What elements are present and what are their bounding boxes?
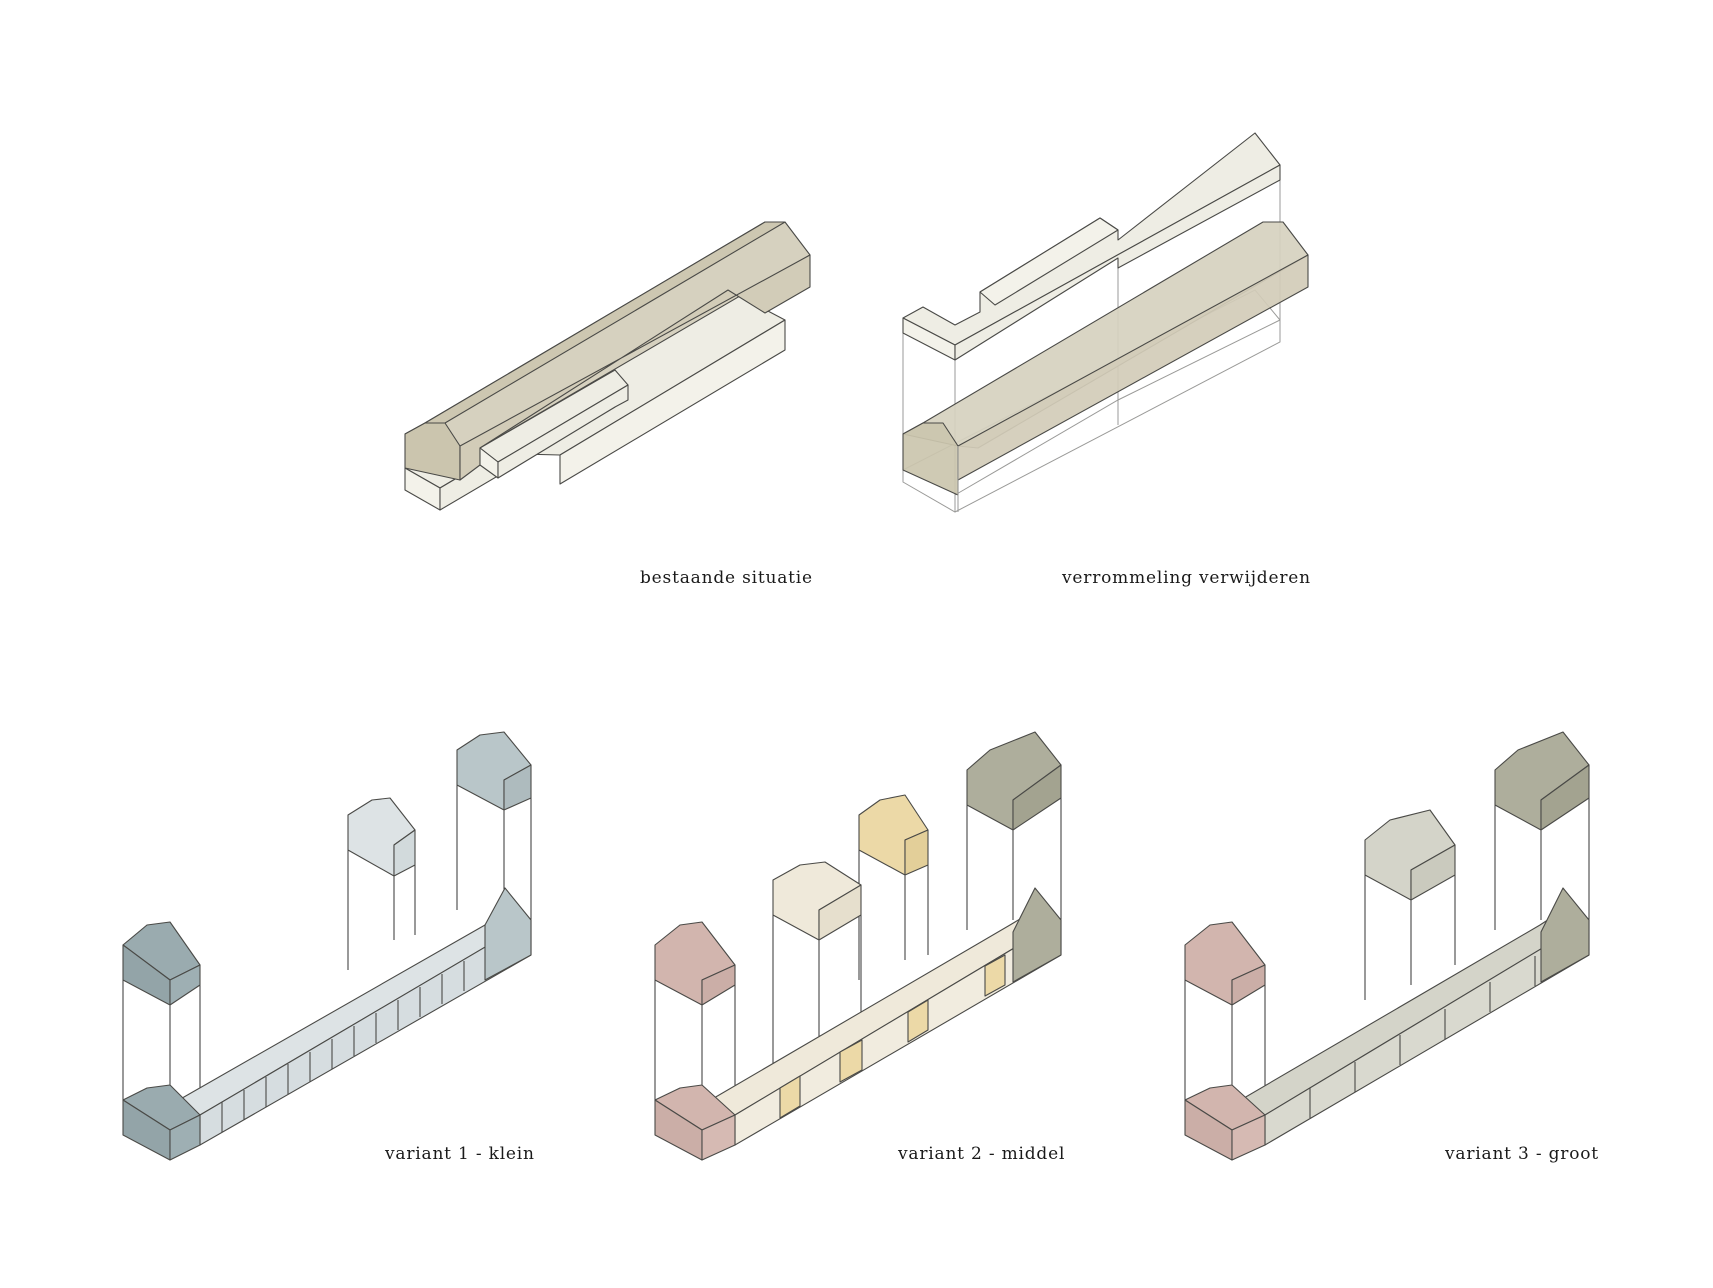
- label-variant-3-groot: variant 3 - groot: [1445, 1144, 1599, 1164]
- v3-house-tl-side: [1231, 964, 1266, 1006]
- v2-house-bl-side: [701, 1114, 736, 1161]
- barn-side: [459, 254, 811, 481]
- barn2-gable: [902, 422, 959, 496]
- v3-house-olive-side: [1540, 764, 1590, 831]
- v1-house-bl-side: [169, 1114, 201, 1161]
- v2-row-roof: [701, 909, 1062, 1116]
- annex-mid-side: [497, 384, 629, 479]
- v2-house-tl-side: [701, 964, 736, 1006]
- panel-variant-2-middel: [654, 731, 1062, 1161]
- v3-row-side: [1264, 919, 1590, 1146]
- panel-variant-3-groot: [1184, 731, 1590, 1161]
- label-variant-1-klein: variant 1 - klein: [385, 1144, 535, 1164]
- v1-house-r-side: [503, 764, 532, 811]
- v1-row-side: [199, 919, 532, 1146]
- v2-row-end: [1012, 887, 1062, 983]
- v3-house-bl-side: [1231, 1114, 1266, 1161]
- annex-front: [559, 319, 786, 485]
- v2-house-cream-side: [818, 884, 862, 941]
- v3-house-mid-side: [1410, 844, 1456, 901]
- v3-row-end: [1540, 887, 1590, 983]
- v2-house-sand-side: [904, 829, 929, 876]
- v1-row-roof: [169, 909, 532, 1116]
- label-variant-2-middel: variant 2 - middel: [898, 1144, 1066, 1164]
- v1-row-end: [484, 887, 532, 981]
- lifted-annex-step: [979, 217, 1119, 306]
- v1-house-tl-side: [169, 964, 201, 1006]
- panel-variant-1-klein: [122, 731, 532, 1161]
- v1-house-mid-side: [393, 829, 416, 877]
- panel-bestaande-situatie: [404, 221, 811, 511]
- label-verrommeling-verwijderen: verrommeling verwijderen: [1062, 568, 1311, 588]
- v2-house-olive-side: [1012, 764, 1062, 831]
- panel-verrommeling-verwijderen: [902, 132, 1309, 513]
- lifted-annex-side: [954, 164, 1281, 361]
- label-bestaande-situatie: bestaande situatie: [640, 568, 813, 588]
